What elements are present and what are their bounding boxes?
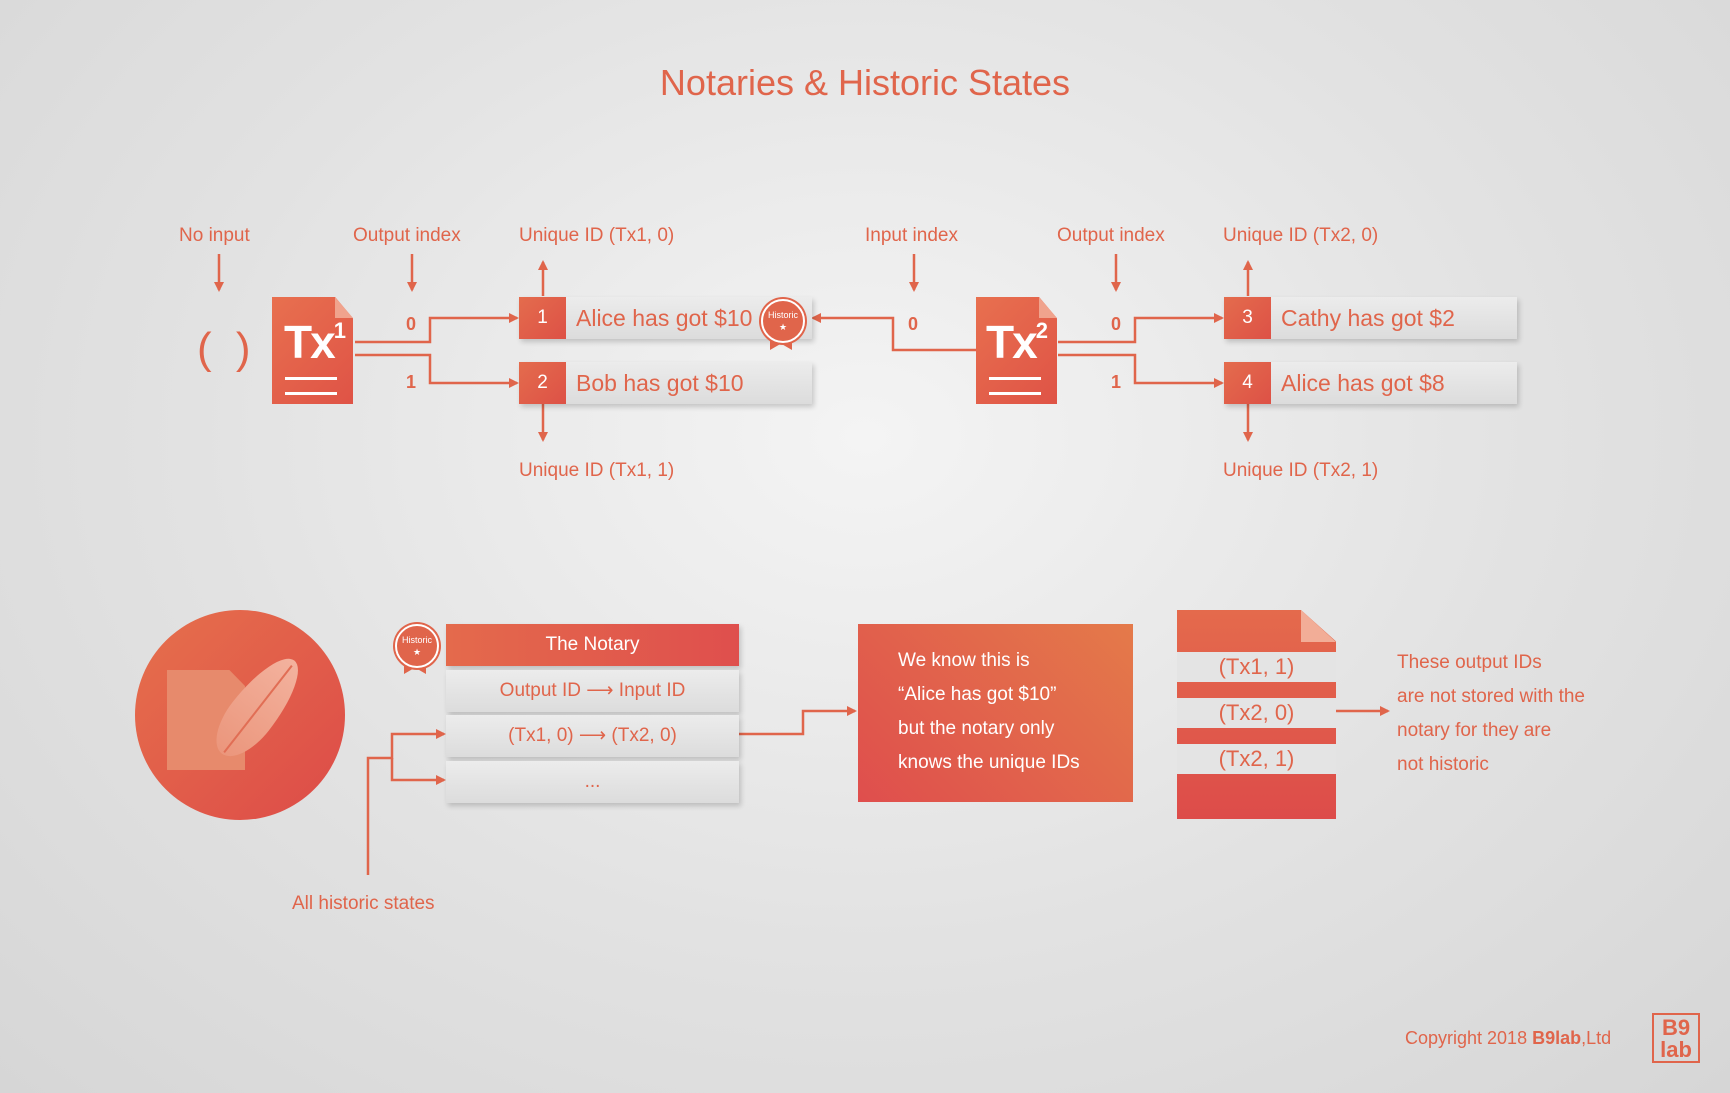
tx1-document: Tx1 <box>272 297 353 404</box>
historic-badge-icon-2: Historic ★ <box>395 624 439 668</box>
label-unique-id-tx2-0: Unique ID (Tx2, 0) <box>1223 225 1379 246</box>
output-state-2: 2 Bob has got $10 <box>519 362 812 404</box>
star-icon: ★ <box>412 647 422 657</box>
knowledge-line-2: “Alice has got $10” <box>898 684 1057 705</box>
edge-historic-bracket-2 <box>390 758 446 785</box>
label-unique-id-tx2-1: Unique ID (Tx2, 1) <box>1223 460 1379 481</box>
edge-row-knowbox <box>738 706 857 736</box>
output-id-row: (Tx2, 0) <box>1177 698 1336 728</box>
tx2-name: Tx <box>986 316 1038 368</box>
copyright-prefix: Copyright 2018 <box>1405 1028 1533 1048</box>
edge-out1-tx2 <box>811 313 976 352</box>
page-title: Notaries & Historic States <box>659 62 1071 103</box>
copyright-suffix: ,Ltd <box>1581 1028 1612 1048</box>
edge-tx1-out1 <box>355 353 519 388</box>
notary-table-row-2: ... <box>446 761 739 803</box>
output-text: Cathy has got $2 <box>1281 305 1455 331</box>
knowledge-line-3: but the notary only <box>898 718 1055 739</box>
label-output-index-1: Output index <box>353 225 461 246</box>
note-line-4: not historic <box>1397 754 1489 775</box>
label-input-index: Input index <box>865 225 958 246</box>
tx1-sup: 1 <box>333 317 346 343</box>
notary-table-columns: Output ID ⟶ Input ID <box>446 670 739 712</box>
not-historic-note: These output IDs are not stored with the… <box>1397 646 1585 782</box>
historic-badge-text-2: Historic <box>401 635 432 645</box>
edge-tx2-out1 <box>1058 353 1224 388</box>
historic-badge-icon: Historic ★ <box>761 299 805 343</box>
notary-icon <box>135 610 345 820</box>
tx2-document: Tx2 <box>976 297 1057 404</box>
edge-tx1-out0 <box>355 313 519 344</box>
output-state-4: 4 Alice has got $8 <box>1224 362 1517 404</box>
notary-table-header: The Notary <box>446 624 739 666</box>
output-id-row: (Tx2, 1) <box>1177 744 1336 774</box>
tx2-label: Tx2 <box>986 315 1048 369</box>
tx2-lines-icon <box>989 377 1041 395</box>
tx1-name: Tx <box>284 316 336 368</box>
output-state-3: 3 Cathy has got $2 <box>1224 297 1517 339</box>
star-icon: ★ <box>778 322 788 332</box>
label-unique-id-tx1-0: Unique ID (Tx1, 0) <box>519 225 675 246</box>
edge-tx2-out0 <box>1058 313 1224 344</box>
copyright: Copyright 2018 B9lab,Ltd <box>1405 1028 1611 1049</box>
logo-bottom: lab <box>1660 1037 1692 1062</box>
label-unique-id-tx1-1: Unique ID (Tx1, 1) <box>519 460 675 481</box>
output-id-row: (Tx1, 1) <box>1177 652 1336 682</box>
knowledge-line-4: knows the unique IDs <box>898 752 1080 773</box>
label-output-index-2: Output index <box>1057 225 1165 246</box>
output-number: 2 <box>519 362 566 404</box>
tx1-index-0: 0 <box>406 314 417 334</box>
b9lab-logo: B9 lab <box>1652 1013 1700 1063</box>
tx1-label: Tx1 <box>284 315 346 369</box>
note-line-3: notary for they are <box>1397 720 1552 741</box>
note-line-1: These output IDs <box>1397 652 1542 673</box>
historic-badge-text: Historic <box>767 310 798 320</box>
output-number: 1 <box>519 297 566 339</box>
logo-top: B9 <box>1661 1015 1691 1040</box>
notary-table-row-1: (Tx1, 0) ⟶ (Tx2, 0) <box>446 715 739 757</box>
label-no-input: No input <box>179 225 250 246</box>
copyright-brand: B9lab <box>1532 1028 1582 1048</box>
knowledge-box: We know this is “Alice has got $10” but … <box>858 624 1133 802</box>
tx2-index-1: 1 <box>1111 372 1122 392</box>
output-number: 3 <box>1224 297 1271 339</box>
note-line-2: are not stored with the <box>1397 686 1585 707</box>
tx2-index-0: 0 <box>1111 314 1122 334</box>
knowledge-line-1: We know this is <box>898 650 1030 671</box>
output-text: Alice has got $8 <box>1281 370 1445 396</box>
tx2-sup: 2 <box>1035 317 1048 343</box>
label-all-historic-states: All historic states <box>292 893 435 914</box>
output-number: 4 <box>1224 362 1271 404</box>
tx1-index-1: 1 <box>406 372 417 392</box>
empty-input-parens: ( ) <box>197 324 257 373</box>
tx2-input-index: 0 <box>908 314 919 334</box>
tx1-lines-icon <box>285 377 337 395</box>
output-ids-document: (Tx1, 1) (Tx2, 0) (Tx2, 1) <box>1177 610 1336 819</box>
edge-historic-bracket <box>366 729 446 875</box>
output-text: Bob has got $10 <box>576 370 744 396</box>
output-text: Alice has got $10 <box>576 305 753 331</box>
